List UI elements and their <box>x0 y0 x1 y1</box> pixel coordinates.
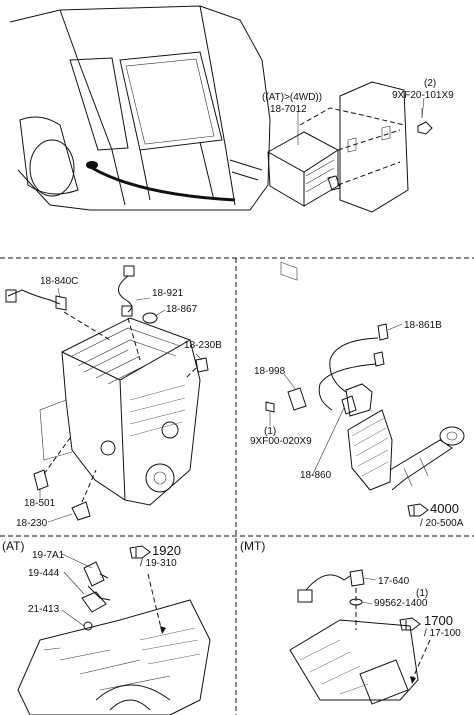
mt-part-99562-1400: 99562-1400 <box>374 598 428 609</box>
mt-ref-number: 1700 <box>424 613 453 628</box>
engine-illustration <box>39 317 201 506</box>
at-part-21-413: 21-413 <box>28 604 60 615</box>
mt-ref-sub: / 17-100 <box>424 628 461 639</box>
at-transmission-illustration <box>17 561 211 715</box>
mt-part-17-640: 17-640 <box>378 576 410 587</box>
at-ref-number: 1920 <box>152 543 181 558</box>
hand-pointer-icon <box>399 617 421 631</box>
module-part-label: 18-7012 <box>270 104 307 115</box>
hand-pointer-icon <box>407 503 429 517</box>
section-mt-label: (MT) <box>240 539 266 553</box>
leader-lines <box>39 97 425 627</box>
engine-sensors <box>5 265 209 521</box>
engine-part-18-501: 18-501 <box>24 498 56 509</box>
exhaust-part-18-860: 18-860 <box>300 470 332 481</box>
mt-qty-label: (1) <box>416 588 429 599</box>
engine-part-18-867: 18-867 <box>166 304 198 315</box>
exhaust-part-18-861b: 18-861B <box>404 320 442 331</box>
section-at-label: (AT) <box>2 539 25 553</box>
section-dividers <box>0 257 474 715</box>
at-part-19-7a1: 19-7A1 <box>32 550 65 561</box>
engine-part-18-840c: 18-840C <box>40 276 79 287</box>
bolt-part-label: 9XF20-101X9 <box>392 90 454 101</box>
exhaust-ref-number: 4000 <box>430 501 459 516</box>
exhaust-bolt-qty: (1) <box>264 426 277 437</box>
vehicle-rear-illustration <box>9 5 271 211</box>
engine-part-18-921: 18-921 <box>152 288 184 299</box>
exhaust-illustration <box>265 323 465 491</box>
engine-part-18-230: 18-230 <box>16 518 48 529</box>
exhaust-bolt-part: 9XF00-020X9 <box>250 436 312 447</box>
at-part-19-444: 19-444 <box>28 568 60 579</box>
hand-pointer-icon <box>129 545 151 559</box>
at-ref-sub: / 19-310 <box>140 558 177 569</box>
exhaust-part-18-998: 18-998 <box>254 366 286 377</box>
bolt-qty-label: (2) <box>424 78 437 89</box>
control-module-illustration <box>266 81 433 281</box>
mt-transmission-illustration <box>289 569 431 705</box>
engine-part-18-230b: 18-230B <box>184 340 222 351</box>
module-note-label: ((AT)>(4WD)) <box>262 92 323 103</box>
exhaust-ref-sub: / 20-500A <box>420 518 464 529</box>
